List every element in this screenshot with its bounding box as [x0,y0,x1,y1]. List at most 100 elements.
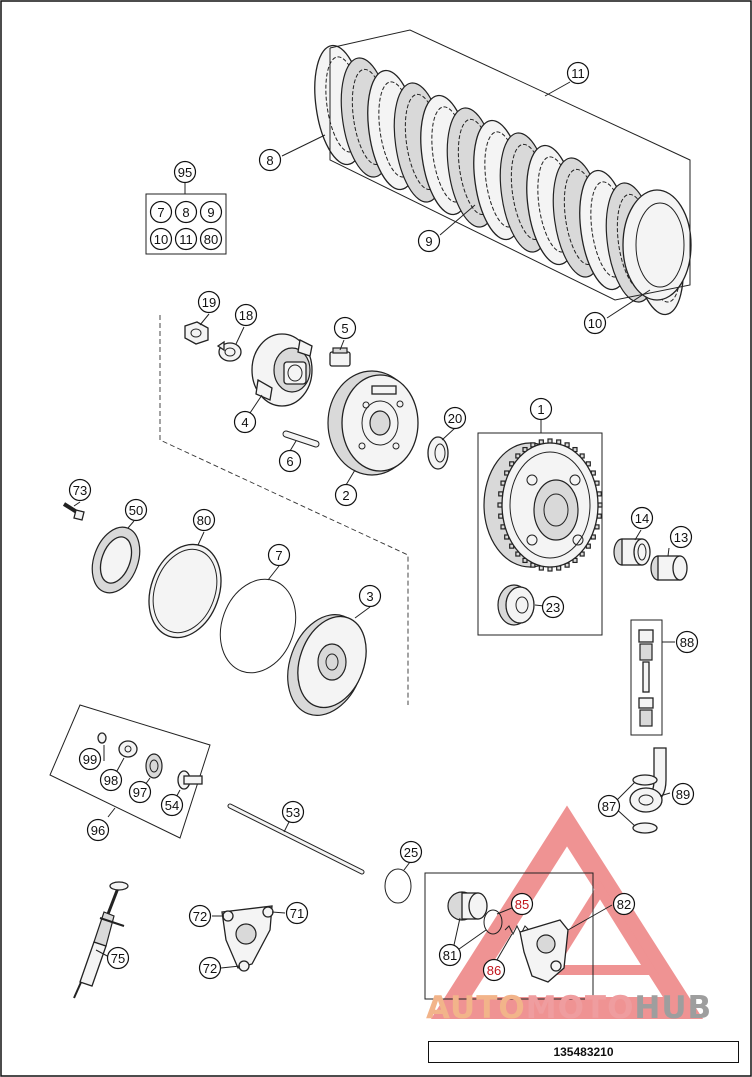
callout-p72a: 72 [188,904,212,928]
watermark-text-hub: HUB [634,990,713,1026]
callout-p85: 85 [510,892,534,916]
part-75-bleeding-syringe [73,881,129,999]
watermark-text-moto: MOTO [525,990,635,1026]
kit-item-circle [199,227,223,251]
callout-circle [482,958,506,982]
clutch-disc-end [622,189,692,301]
callout-p87: 87 [597,794,621,818]
watermark-text-auto: AUTO [426,990,526,1026]
callout-circle [278,449,302,473]
callout-circle [285,901,309,925]
part-20-thrust-washer [427,436,449,470]
callout-circle [399,840,423,864]
callout-circle [597,794,621,818]
callout-label: 71 [290,906,304,921]
kit-item-label: 11 [179,232,193,247]
callout-circle [334,483,358,507]
kit-item-circle [149,227,173,251]
callout-p53: 53 [281,800,305,824]
callout-p89: 89 [671,782,695,806]
callout-p50: 50 [124,498,148,522]
part-71-clutch-release-lever [221,905,274,972]
callout-p75: 75 [106,946,130,970]
clutch-disc-end-inner [635,202,685,288]
callout-label: 3 [366,589,373,604]
part-1-outer-clutch-basket [483,438,603,572]
callout-circle [333,316,357,340]
watermark-text: AUTOMOTOHUB [426,990,712,1026]
callout-label: 5 [341,321,348,336]
callout-label: 72 [193,909,207,924]
part-14-needle-bearing [613,538,651,566]
callout-circle [510,892,534,916]
callout-circle [630,506,654,530]
callout-p99: 99 [78,747,102,771]
part-82-slave-cylinder [519,919,569,983]
kit-item-circle [174,200,198,224]
callout-label: 13 [674,530,688,545]
callout-label: 75 [111,951,125,966]
part-19-nut [184,321,209,345]
callout-label: 88 [680,635,694,650]
callout-circle [188,904,212,928]
part-23-primary-gear [497,584,535,626]
part-25-o-ring [384,868,412,904]
kit-95-group [145,182,227,255]
kit-item-circle [149,200,173,224]
callout-label: 50 [129,503,143,518]
callout-label: 87 [602,799,616,814]
stack-dashed-outline [329,29,691,301]
callout-p95: 95 [173,160,197,184]
callout-circle [258,148,282,172]
callout-p96: 96 [86,818,110,842]
callout-label: 6 [286,454,293,469]
callout-label: 4 [241,415,248,430]
callout-circle [198,956,222,980]
callout-label: 89 [676,787,690,802]
callout-circle [438,943,462,967]
kit-item-label: 80 [204,232,218,247]
callout-label: 7 [275,548,282,563]
callout-label: 95 [178,165,192,180]
callout-label: 20 [448,411,462,426]
callout-label: 73 [73,483,87,498]
callout-p72b: 72 [198,956,222,980]
callout-label: 9 [425,234,432,249]
callout-label: 2 [342,488,349,503]
callout-circle [529,397,553,421]
callout-p6: 6 [278,449,302,473]
callout-circle [197,290,221,314]
callout-circle [173,160,197,184]
kit-item-label: 8 [182,205,189,220]
part-85-seal [483,909,503,935]
assembly-dashed-box-upper [159,315,409,705]
callout-p18: 18 [234,303,258,327]
callout-label: 14 [635,511,649,526]
slave-cylinder-group-box [424,872,594,1000]
callout-p7: 7 [267,543,291,567]
part-99-ball [97,732,107,744]
callout-p80: 80 [192,508,216,532]
part-54-pressure-piece [177,770,203,790]
callout-label: 1 [537,402,544,417]
kit-item-circle [174,227,198,251]
watermark-logo [430,805,704,1019]
callout-p5: 5 [333,316,357,340]
callout-label: 19 [202,295,216,310]
callout-p86: 86 [482,958,506,982]
callout-p3: 3 [358,584,382,608]
callout-circle [675,630,699,654]
part-13-bushing [650,555,688,581]
callout-p1: 1 [529,397,553,421]
callout-label: 96 [91,823,105,838]
callout-p25: 25 [399,840,423,864]
callout-p4: 4 [233,410,257,434]
callout-p10: 10 [583,311,607,335]
callout-p81: 81 [438,943,462,967]
callout-circle [192,508,216,532]
part-53-push-rod [227,803,365,875]
callout-label: 85 [515,897,529,912]
part-7-wire-ring [219,578,297,674]
